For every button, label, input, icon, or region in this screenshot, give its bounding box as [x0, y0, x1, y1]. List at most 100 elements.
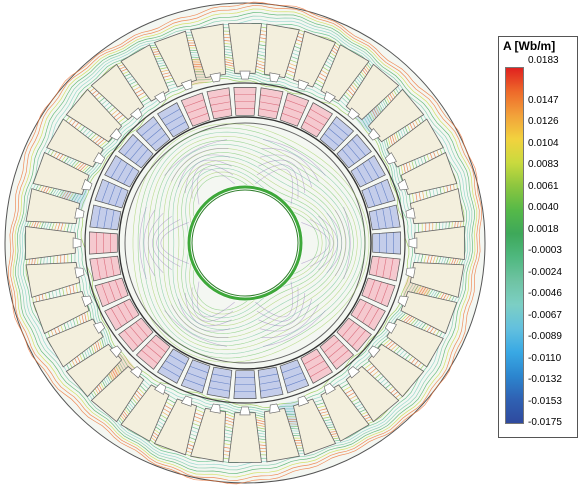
slot-opening [397, 178, 409, 191]
magnet-flux-line [96, 206, 101, 228]
slot-opening [297, 395, 310, 407]
slot-opening [93, 152, 106, 165]
rotor-flux-arc [334, 209, 347, 277]
magnet-flux-line [258, 108, 278, 113]
rotor-flux-arc [148, 212, 164, 274]
magnet-segment [157, 348, 190, 384]
slot-opening [239, 406, 251, 416]
legend-tick: -0.0024 [528, 266, 562, 278]
legend-tick: -0.0132 [528, 374, 562, 386]
magnet-flux-line [341, 321, 355, 338]
rotor-flux-arc [263, 310, 326, 347]
magnet-flux-line [123, 301, 134, 319]
magnet-segment [94, 178, 129, 209]
rotor-flux-contour [172, 156, 339, 330]
magnet-flux-line [184, 99, 205, 108]
slot-opening [405, 267, 416, 279]
magnet-flux-line [208, 387, 230, 392]
magnet-flux-line [285, 99, 306, 108]
rotor-flux-arc [259, 154, 312, 188]
magnet-segment [279, 359, 310, 394]
slot-opening [130, 366, 143, 379]
slot-opening [384, 321, 397, 334]
magnet-flux-line [114, 187, 123, 207]
magnet-flux-line [283, 372, 304, 380]
magnet-flux-line [135, 148, 149, 165]
magnet-flux-line [346, 326, 361, 343]
rotor-flux-contour [142, 131, 362, 355]
magnet-flux-line [380, 283, 389, 304]
magnet-flux-line [306, 360, 325, 371]
slot-opening [405, 207, 416, 219]
rotor-flux-arc [171, 148, 229, 182]
magnet-segment [336, 133, 372, 169]
magnet-segment [279, 92, 310, 127]
magnet-flux-line [260, 94, 282, 99]
magnet-flux-line [186, 106, 207, 114]
legend-tick: -0.0003 [528, 245, 562, 257]
magnet-flux-line [328, 127, 345, 142]
magnet-flux-line [110, 307, 122, 327]
rotor-flux-arc [191, 287, 234, 322]
magnet-flux-line [117, 163, 128, 182]
magnet-flux-line [124, 139, 139, 156]
flux-contour [22, 22, 468, 464]
slot-opening [384, 152, 397, 165]
rotor-flux-arc [164, 310, 227, 347]
magnet-segment [135, 116, 171, 152]
magnet-flux-line [186, 372, 207, 380]
rotor-flux-arc [255, 168, 294, 205]
stator-slot [228, 23, 262, 74]
flux-contour [20, 19, 470, 467]
flux-contour [80, 78, 410, 408]
magnet-flux-line [110, 159, 122, 179]
slot-opening [93, 321, 106, 334]
rotor-flux-arc [256, 164, 299, 199]
magnet-flux-line [210, 380, 231, 385]
stator-slot [414, 226, 465, 260]
rotor-flux-arc [255, 281, 294, 318]
magnet-flux-line [184, 378, 205, 387]
magnet-flux-line [96, 258, 101, 280]
rotor-flux-arc [178, 154, 231, 188]
magnet-flux-line [323, 339, 340, 353]
magnet-flux-line [101, 283, 110, 304]
slot-opening [269, 72, 281, 83]
magnet-flux-line [161, 366, 181, 378]
magnet-flux-line [260, 387, 282, 392]
legend-tick: 0.0126 [528, 116, 559, 128]
rotor-flux-arc [156, 219, 181, 267]
magnet-flux-line [368, 159, 380, 179]
legend-tick: 0.0147 [528, 95, 559, 106]
magnet-segment [319, 334, 355, 370]
slot-opening [368, 345, 381, 358]
slot-opening [297, 79, 310, 91]
rotor-flux-contour [168, 152, 343, 334]
rotor-flux-contour [153, 139, 354, 347]
magnet-flux-line [103, 257, 108, 278]
magnet-flux-line [114, 279, 123, 299]
slot-opening [180, 79, 193, 91]
slot-opening [74, 207, 85, 219]
magnet-flux-line [309, 366, 329, 378]
slot-opening [74, 267, 85, 279]
legend-tick: 0.0040 [528, 202, 559, 214]
magnet-flux-line [129, 326, 144, 343]
magnet-segment [180, 92, 211, 127]
rotor-flux-contour [158, 144, 350, 342]
magnet-flux-line [110, 256, 115, 276]
rotor-flux-arc [259, 298, 312, 332]
magnet-segment [104, 155, 140, 188]
rotor-flux-arc [309, 219, 334, 267]
rotor-flux-arc [139, 206, 147, 280]
legend-tick: -0.0067 [528, 309, 562, 321]
rotor-flux-arc [160, 222, 189, 264]
magnet-flux-line [281, 112, 301, 121]
magnet-segment [118, 133, 154, 169]
magnet-flux-line [368, 307, 380, 327]
slot-opening [269, 403, 281, 414]
magnet-flux-line [346, 143, 361, 160]
rotor-flux-contour [137, 127, 366, 359]
magnet-flux-line [259, 101, 280, 106]
